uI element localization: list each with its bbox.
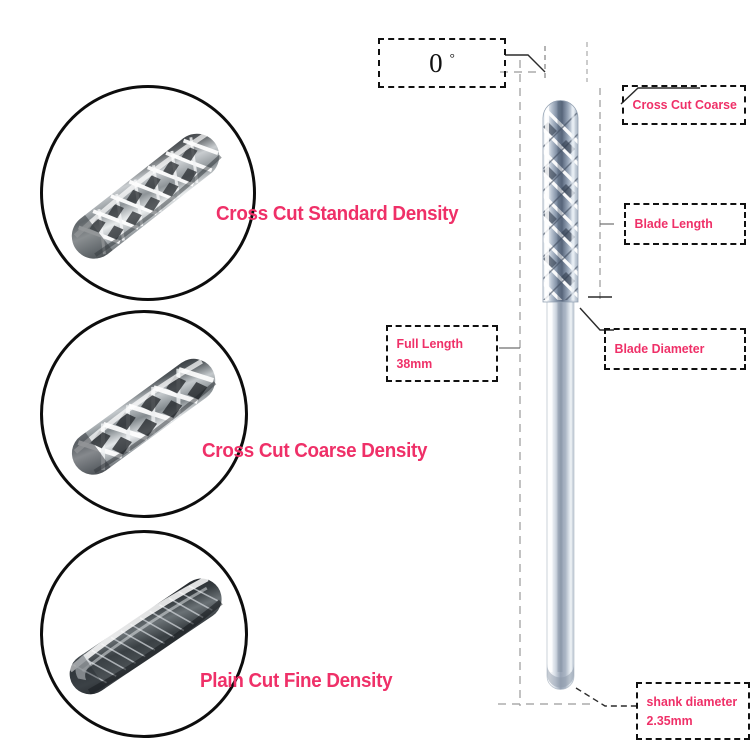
angle-value: 0 [429, 47, 443, 78]
callout-shank-diameter-value: 2.35mm [646, 713, 693, 728]
detail-circle-plain-cut-fine [40, 530, 248, 738]
detail-circle-cross-cut-coarse [40, 310, 248, 518]
callout-blade-length: Blade Length [624, 203, 746, 245]
caption-cross-cut-standard: Cross Cut Standard Density [216, 203, 459, 225]
callout-blade-diameter-label: Blade Diameter [614, 341, 705, 357]
callout-full-length-value: 38mm [396, 355, 433, 371]
angle-value-group: 0° [429, 47, 455, 78]
callout-cross-cut-coarse: Cross Cut Coarse [622, 85, 746, 125]
burr-bit-cross-cut-standard-photo [71, 132, 222, 259]
callout-shank-diameter: shank diameter 2.35mm [636, 682, 750, 740]
caption-cross-cut-coarse: Cross Cut Coarse Density [202, 440, 428, 462]
degree-symbol: ° [449, 49, 455, 65]
callout-full-length-label: Full Length [396, 336, 464, 351]
callout-shank-diameter-label: shank diameter [646, 693, 738, 709]
burr-bit-plain-cut-fine-photo [68, 575, 223, 695]
callout-full-length: Full Length 38mm [386, 325, 498, 382]
callout-blade-length-label: Blade Length [634, 216, 713, 232]
callout-angle: 0° [378, 38, 506, 88]
detail-circle-cross-cut-standard [40, 85, 256, 301]
callout-blade-diameter: Blade Diameter [604, 328, 746, 370]
caption-plain-cut-fine: Plain Cut Fine Density [200, 670, 393, 692]
burr-bit-cross-cut-coarse-photo [71, 358, 217, 475]
callout-cross-cut-coarse-label: Cross Cut Coarse [632, 97, 737, 113]
